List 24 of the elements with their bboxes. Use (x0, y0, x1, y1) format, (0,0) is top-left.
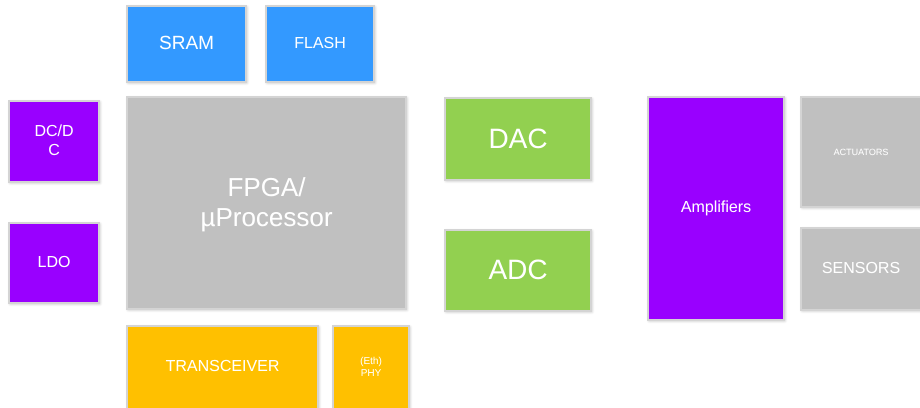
amplifier-box (647, 96, 785, 321)
flash-box (265, 5, 375, 83)
sensor-box (800, 227, 920, 311)
power-module-box (8, 100, 100, 183)
box-label: (Eth) PHY (359, 356, 383, 379)
box-label: ADC (488, 254, 548, 287)
box-label: ACTUATORS (834, 146, 888, 158)
processor-box (126, 96, 407, 310)
box-label: FLASH (294, 34, 346, 54)
sram-box (126, 5, 247, 83)
transceiver-box (126, 325, 319, 408)
box-label: DAC (488, 122, 548, 156)
actuator-box (800, 96, 920, 208)
box-label: Amplifiers (680, 199, 752, 218)
box-label: TRANSCEIVER (166, 358, 280, 377)
box-label: FPGA/ µProcessor (199, 173, 334, 233)
box-label: SRAM (159, 33, 214, 55)
converter-box (444, 229, 592, 312)
phy-box (332, 325, 410, 408)
box-label: SENSORS (822, 260, 900, 278)
box-label: LDO (38, 254, 70, 272)
power-module-box (8, 222, 100, 304)
converter-box (444, 97, 592, 181)
box-label: DC/DC (33, 123, 75, 160)
